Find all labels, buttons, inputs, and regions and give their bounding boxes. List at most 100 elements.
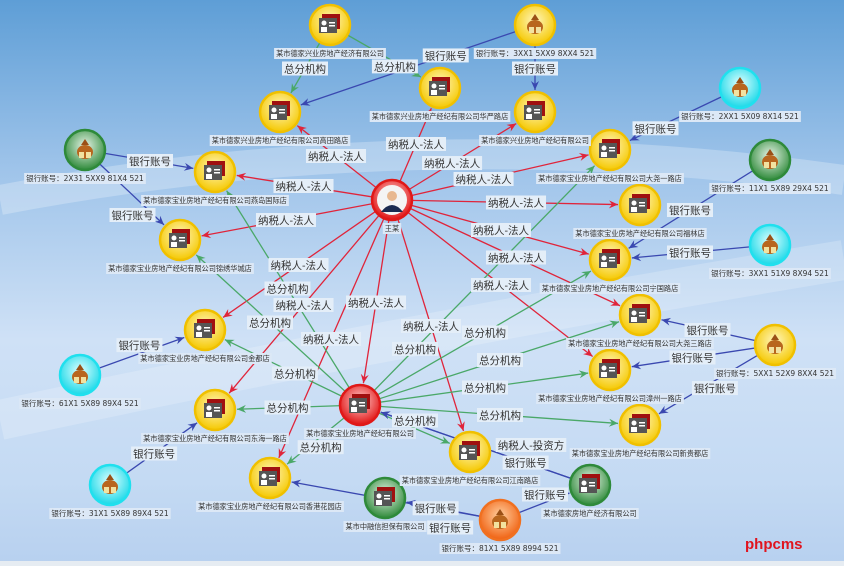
edge-label: 银行账号 xyxy=(524,489,566,502)
node-label-group: 银行账号：61X1 5X89 89X4 521 xyxy=(19,398,141,409)
node-label: 某市德家宝业房地产经纪有限公司新贵都店 xyxy=(572,449,709,458)
company-card-icon xyxy=(349,394,370,413)
bank-node[interactable] xyxy=(58,353,102,397)
edge-label: 银行账号 xyxy=(425,49,467,62)
edge-label-bg xyxy=(127,154,173,168)
company-card-icon xyxy=(269,101,290,120)
arrowhead-icon xyxy=(661,317,672,326)
company-node[interactable] xyxy=(193,388,237,432)
edge-branch[interactable] xyxy=(195,254,361,406)
bank-node[interactable] xyxy=(748,138,792,182)
company-node[interactable] xyxy=(193,150,237,194)
edge-label: 总分机构 xyxy=(374,60,416,73)
arrowhead-icon xyxy=(223,309,233,318)
node-label-group: 王某 xyxy=(382,223,402,234)
edge-label-group: 银行账号 xyxy=(632,121,679,136)
company-card-icon xyxy=(204,161,225,180)
bank-node[interactable] xyxy=(718,66,762,110)
company-node[interactable] xyxy=(618,183,662,227)
company-node[interactable] xyxy=(338,383,382,427)
arrowhead-icon xyxy=(380,411,391,419)
edge-label-group: 银行账号 xyxy=(512,61,558,76)
node-label: 某市德家兴业房地产经纪有限公司 xyxy=(481,136,589,145)
arrowhead-icon xyxy=(631,361,642,370)
node-label-bg xyxy=(106,263,254,274)
edge-label-group: 总分机构 xyxy=(297,440,344,455)
edge-label-group: 银行账号 xyxy=(127,154,173,168)
edge-label-bg xyxy=(470,223,532,237)
company-node[interactable] xyxy=(513,90,557,134)
bank-node[interactable] xyxy=(88,463,132,507)
company-node[interactable] xyxy=(418,66,462,110)
edge-label-bg xyxy=(273,298,334,312)
edge-label: 总分机构 xyxy=(267,402,309,415)
company-node[interactable] xyxy=(588,238,632,282)
money-bag-icon xyxy=(77,139,93,159)
bank-node[interactable] xyxy=(478,498,522,542)
node-label: 某市德家宝业房地产经纪有限公司福林店 xyxy=(575,229,704,238)
node-label: 某市德家宝业房地产经纪有限公司锦绣华城店 xyxy=(108,264,252,273)
edge-label-bg xyxy=(667,203,713,217)
edge-label-bg xyxy=(485,250,547,265)
person-node[interactable] xyxy=(370,178,414,222)
edge-label: 纳税人-法人 xyxy=(270,259,327,272)
node-label-bg xyxy=(569,448,711,459)
edge-label-bg xyxy=(371,59,418,74)
edge-label-bg xyxy=(392,413,438,428)
bank-node[interactable] xyxy=(753,323,797,367)
company-card-icon xyxy=(524,101,545,120)
edge-label-bg xyxy=(400,319,462,333)
company-node[interactable] xyxy=(448,430,492,474)
node-label-bg xyxy=(679,111,801,122)
bank-node[interactable] xyxy=(748,223,792,267)
edge-bank[interactable] xyxy=(300,24,536,106)
company-node[interactable] xyxy=(158,218,202,262)
node-label-group: 银行账号：2XX1 5X09 8X14 521 xyxy=(679,111,801,122)
arrowhead-icon xyxy=(236,404,247,413)
edge-label-bg xyxy=(412,501,459,516)
edge-label-group: 纳税人-法人 xyxy=(485,195,547,210)
company-node[interactable] xyxy=(618,293,662,337)
node-label: 某市德家宝业房地产经纪有限公司香港花园店 xyxy=(198,502,342,511)
edge-label: 总分机构 xyxy=(479,354,521,367)
edge-label-bg xyxy=(453,172,514,186)
company-node[interactable] xyxy=(183,308,227,352)
node-label-group: 某市德家兴业房地产经纪有限公司 xyxy=(479,135,591,146)
edge-label: 银行账号 xyxy=(669,204,711,217)
edge-legal[interactable] xyxy=(278,199,393,459)
edge-legal[interactable] xyxy=(391,199,465,432)
arrowhead-icon xyxy=(291,479,302,488)
edge-label: 纳税人-法人 xyxy=(488,252,545,265)
edge-label-group: 纳税人-法人 xyxy=(273,298,334,312)
money-bag-icon xyxy=(732,77,748,97)
edge-label-group: 纳税人-法人 xyxy=(305,149,367,163)
node-label-bg xyxy=(304,428,416,439)
arrowhead-icon xyxy=(609,320,620,329)
company-node[interactable] xyxy=(308,3,352,47)
company-node[interactable] xyxy=(588,128,632,172)
company-node[interactable] xyxy=(363,476,407,520)
edge-label: 银行账号 xyxy=(505,457,547,470)
edge-label: 纳税人-法人 xyxy=(258,214,315,227)
company-node[interactable] xyxy=(258,90,302,134)
bank-node[interactable] xyxy=(513,3,557,47)
company-card-icon xyxy=(579,474,600,493)
edge-label: 总分机构 xyxy=(464,327,506,340)
company-node[interactable] xyxy=(568,463,612,507)
arrowhead-icon xyxy=(154,215,165,225)
node-label-bg xyxy=(573,228,707,239)
company-node[interactable] xyxy=(248,456,292,500)
company-node[interactable] xyxy=(588,348,632,392)
node-label: 某市德家宝业房地产经纪有限公司宁国路店 xyxy=(542,284,679,293)
node-label-group: 银行账号：31X1 5X89 89X4 521 xyxy=(49,508,171,519)
node-label-bg xyxy=(536,173,684,184)
arrowhead-icon xyxy=(658,405,669,414)
money-bag-icon xyxy=(762,234,778,254)
node-label-bg xyxy=(49,508,171,519)
edge-label-bg xyxy=(477,408,523,422)
bank-node[interactable] xyxy=(63,128,107,172)
edge-label-group: 银行账号 xyxy=(131,446,178,461)
company-node[interactable] xyxy=(618,403,662,447)
edge-label: 银行账号 xyxy=(669,247,711,260)
